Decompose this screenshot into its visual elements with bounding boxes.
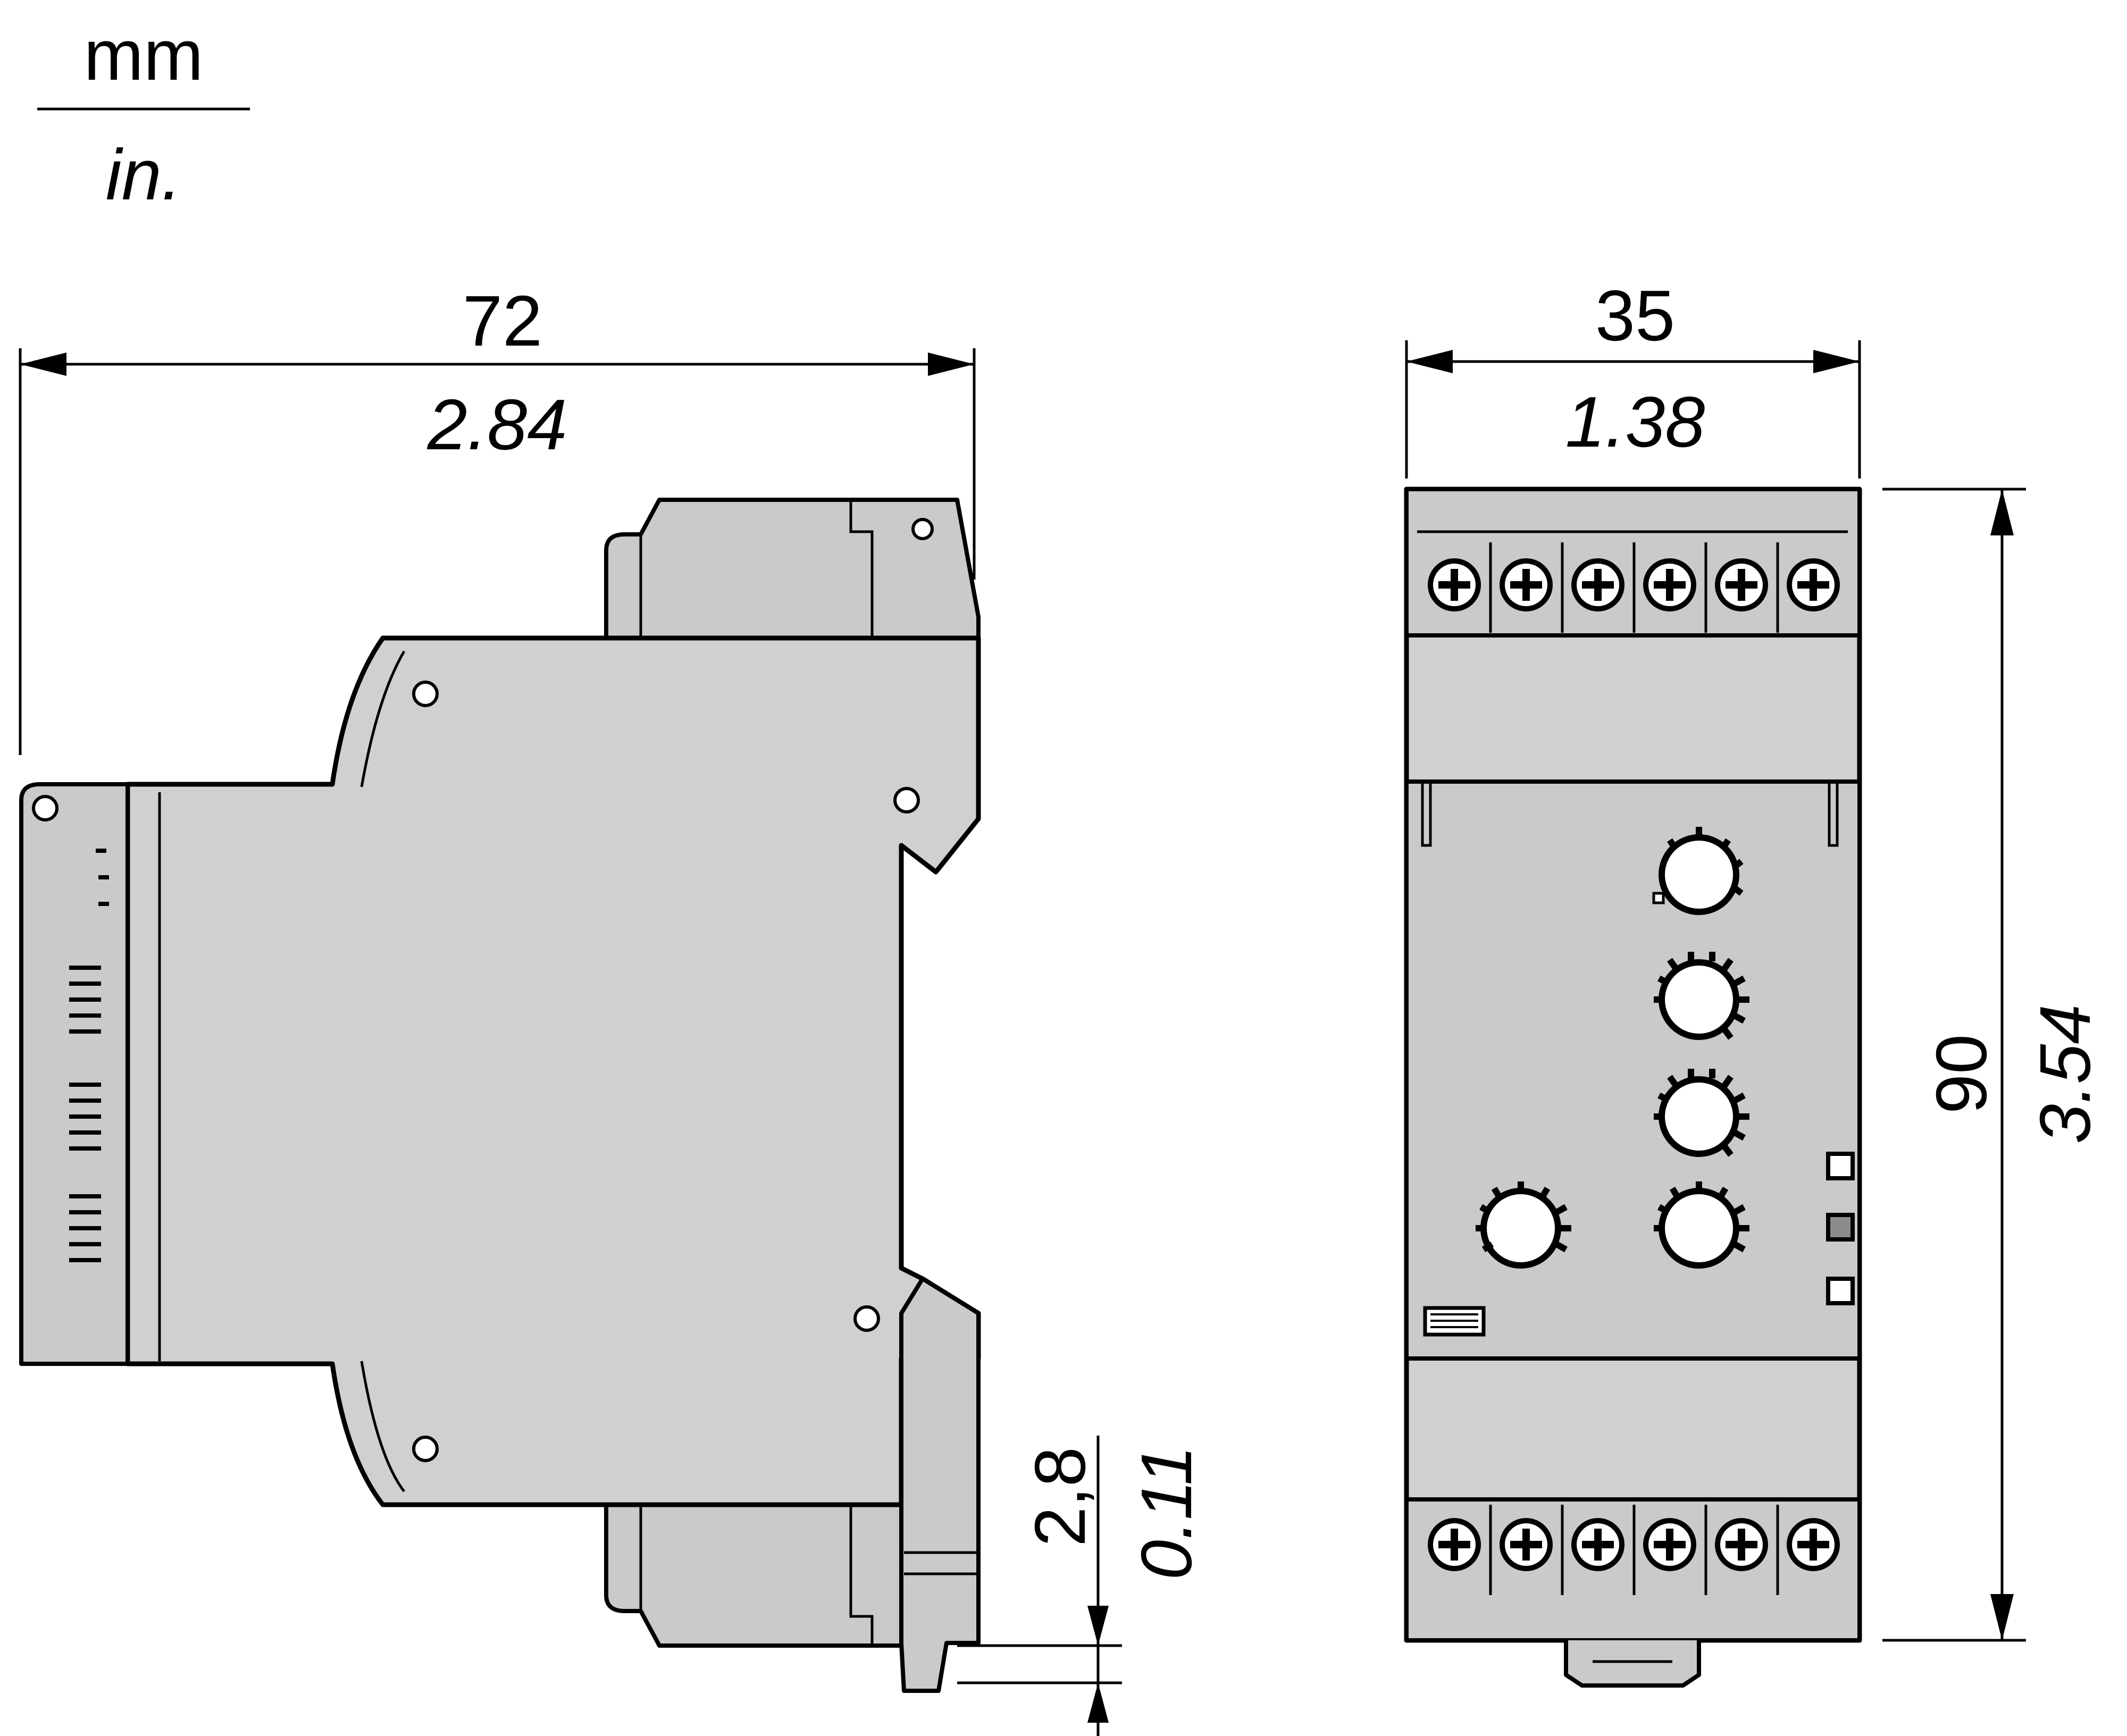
- front-cover-panel: [1404, 779, 1862, 1361]
- front-height-mm: 90: [1921, 1034, 2002, 1114]
- knob-icon: [1654, 1069, 1749, 1157]
- side-bottom-terminal-block: [604, 1503, 906, 1648]
- unit-legend: mm in.: [37, 15, 250, 215]
- terminal-screw-icon: [1500, 558, 1553, 611]
- side-cover-ribs: [69, 849, 109, 1262]
- side-width-in: 2.84: [427, 384, 567, 465]
- unit-in: in.: [106, 135, 182, 215]
- rail-offset-mm: 2,8: [1020, 1447, 1100, 1547]
- unit-mm: mm: [84, 15, 204, 95]
- knob-icon: [1652, 827, 1744, 915]
- front-height-in: 3.54: [2025, 1004, 2105, 1144]
- bottom-terminal-screws: [1428, 1505, 1840, 1595]
- side-front-cover: [19, 782, 130, 1366]
- front-width-in: 1.38: [1565, 382, 1705, 462]
- rail-offset-in: 0.11: [1126, 1446, 1207, 1580]
- side-din-clip: [899, 1277, 981, 1693]
- terminal-screw-icon: [1500, 1518, 1553, 1571]
- top-terminal-screws: [1428, 542, 1840, 633]
- terminal-screw-icon: [1787, 558, 1840, 611]
- terminal-screw-icon: [1715, 1518, 1768, 1571]
- side-view: 72 2.84: [19, 281, 1207, 1736]
- led-indicator: [1826, 1213, 1855, 1242]
- terminal-screw-icon: [1571, 1518, 1624, 1571]
- side-width-mm: 72: [463, 281, 542, 361]
- terminal-screw-icon: [1428, 558, 1481, 611]
- rail-offset-dimension: 2,8 0.11: [957, 1436, 1207, 1736]
- front-width-mm: 35: [1595, 275, 1675, 356]
- status-leds: [1826, 1152, 1855, 1305]
- knob-icon: [1654, 1181, 1749, 1269]
- front-width-dimension: 35 1.38: [1405, 275, 1861, 479]
- side-main-body: [125, 635, 981, 1507]
- knob-icon: [1476, 1181, 1571, 1269]
- terminal-screw-icon: [1428, 1518, 1481, 1571]
- label-slot: [1423, 1306, 1486, 1337]
- led-indicator: [1826, 1152, 1855, 1180]
- front-height-dimension: 90 3.54: [1882, 488, 2105, 1642]
- side-top-terminal-block: [604, 498, 981, 643]
- setting-knobs: [1476, 827, 1749, 1269]
- terminal-screw-icon: [1643, 558, 1696, 611]
- terminal-screw-icon: [1571, 558, 1624, 611]
- side-width-dimension: 72 2.84: [19, 281, 976, 755]
- front-view: 35 1.38 90 3.54: [1404, 275, 2105, 1688]
- led-indicator: [1826, 1277, 1855, 1305]
- terminal-screw-icon: [1787, 1518, 1840, 1571]
- terminal-screw-icon: [1643, 1518, 1696, 1571]
- knob-icon: [1654, 952, 1749, 1040]
- terminal-screw-icon: [1715, 558, 1768, 611]
